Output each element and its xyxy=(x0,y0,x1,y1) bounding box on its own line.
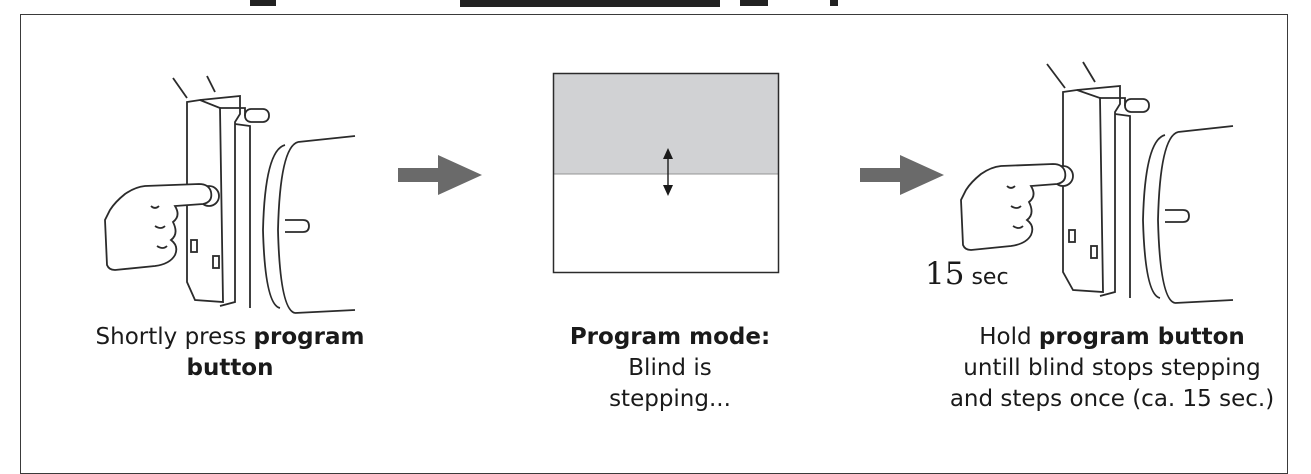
step2-caption: Program mode: Blind is stepping... xyxy=(520,322,820,415)
right-arrow-icon xyxy=(398,155,482,195)
step1-caption: Shortly press program button xyxy=(60,322,400,384)
hold-duration-number: 15 xyxy=(925,256,965,292)
step1-motor-illustration xyxy=(104,75,356,314)
double-arrow-icon xyxy=(663,148,673,196)
motor-head-icon xyxy=(172,75,356,314)
caption-line: Hold program button xyxy=(979,324,1245,350)
caption-line: Program mode: xyxy=(569,324,771,350)
hold-duration-unit: sec xyxy=(971,265,1009,290)
caption-line: button xyxy=(186,355,274,381)
cropped-heading-text xyxy=(250,0,838,7)
step2-blind-window xyxy=(552,72,780,274)
right-arrow-icon xyxy=(860,155,944,195)
caption-line: and steps once (ca. 15 sec.) xyxy=(949,386,1275,412)
finger-hand-icon xyxy=(104,183,220,271)
step3-caption: Hold program button untill blind stops s… xyxy=(912,322,1311,415)
caption-line: stepping... xyxy=(609,386,731,412)
step3-motor-illustration xyxy=(960,61,1234,304)
top-heading-fragment xyxy=(0,0,1311,14)
caption-line: Shortly press program xyxy=(95,324,365,350)
caption-line: untill blind stops stepping xyxy=(963,355,1261,381)
motor-head-icon xyxy=(1046,61,1234,304)
hold-duration-label: 15 sec xyxy=(925,256,1009,292)
caption-line: Blind is xyxy=(628,355,712,381)
finger-hand-icon xyxy=(960,163,1074,251)
